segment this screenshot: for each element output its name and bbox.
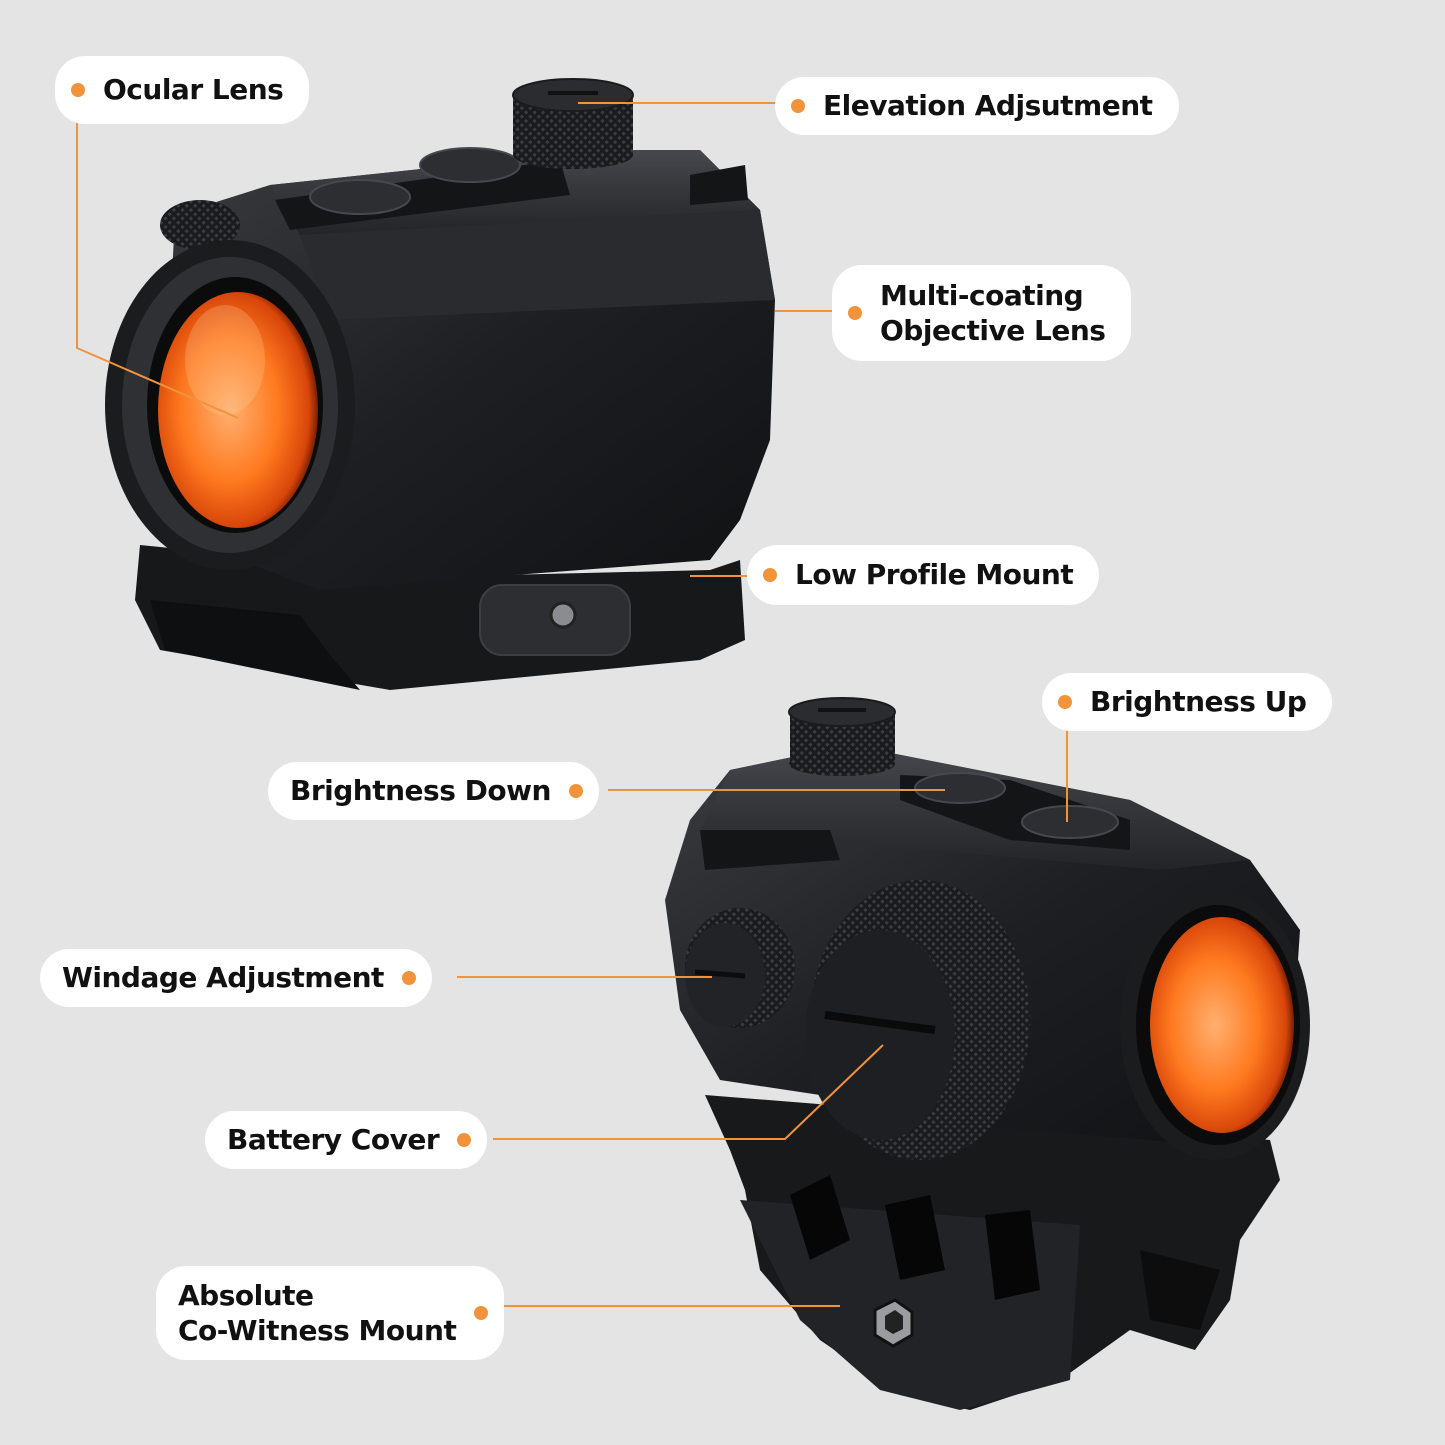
low-profile-dot-icon: [763, 568, 777, 582]
ocular-lens-shape: [105, 240, 355, 570]
label-ocular-lens: Ocular Lens: [55, 56, 310, 124]
objective-dot-icon: [848, 306, 862, 320]
battery-dot-icon: [457, 1133, 472, 1147]
mount-screw-icon: [549, 601, 577, 629]
brightness-down-text: Brightness Down: [290, 774, 551, 807]
absolute-text-line1: Absolute: [178, 1279, 314, 1312]
bottom-lens-shape: [1120, 890, 1310, 1160]
brightness-down-dot-icon: [568, 784, 583, 798]
low-profile-text: Low Profile Mount: [795, 558, 1074, 591]
absolute-text-line2: Co-Witness Mount: [178, 1314, 457, 1347]
top-elevation-knob: [512, 78, 634, 169]
bottom-elevation-knob: [788, 697, 896, 776]
windage-knob: [685, 908, 795, 1028]
label-objective-lens: Multi-coating Objective Lens: [832, 265, 1132, 361]
top-brightness-down-button: [419, 147, 521, 183]
objective-text-line1: Multi-coating: [880, 279, 1084, 312]
elevation-dot-icon: [791, 99, 805, 113]
label-low-profile-mount: Low Profile Mount: [747, 545, 1100, 605]
top-brightness-up-button: [309, 179, 411, 215]
label-brightness-up: Brightness Up: [1042, 673, 1333, 731]
callout-lines: [76, 90, 1068, 1307]
label-battery-cover: Battery Cover: [205, 1111, 488, 1169]
label-elevation-adjustment: Elevation Adjsutment: [775, 77, 1179, 135]
bottom-sight: [665, 697, 1310, 1410]
battery-cover-shape: [805, 880, 1030, 1160]
label-absolute-co-witness-mount: Absolute Co-Witness Mount: [156, 1266, 505, 1360]
callout-line-battery: [493, 1044, 884, 1140]
brightness-up-button: [1021, 805, 1119, 839]
brightness-down-button: [914, 772, 1006, 804]
callout-line-ocular: [76, 90, 239, 419]
battery-text: Battery Cover: [227, 1123, 440, 1156]
label-windage-adjustment: Windage Adjustment: [40, 949, 432, 1007]
brightness-up-dot-icon: [1058, 695, 1072, 709]
top-sight: [105, 78, 775, 690]
label-brightness-down: Brightness Down: [268, 762, 599, 820]
ocular-lens-dot-icon: [71, 83, 85, 97]
ocular-lens-text: Ocular Lens: [103, 73, 284, 106]
elevation-text: Elevation Adjsutment: [823, 89, 1153, 122]
absolute-dot-icon: [474, 1306, 489, 1320]
objective-text-line2: Objective Lens: [880, 314, 1106, 347]
windage-text: Windage Adjustment: [62, 961, 384, 994]
windage-dot-icon: [401, 971, 416, 985]
brightness-up-text: Brightness Up: [1090, 685, 1307, 718]
